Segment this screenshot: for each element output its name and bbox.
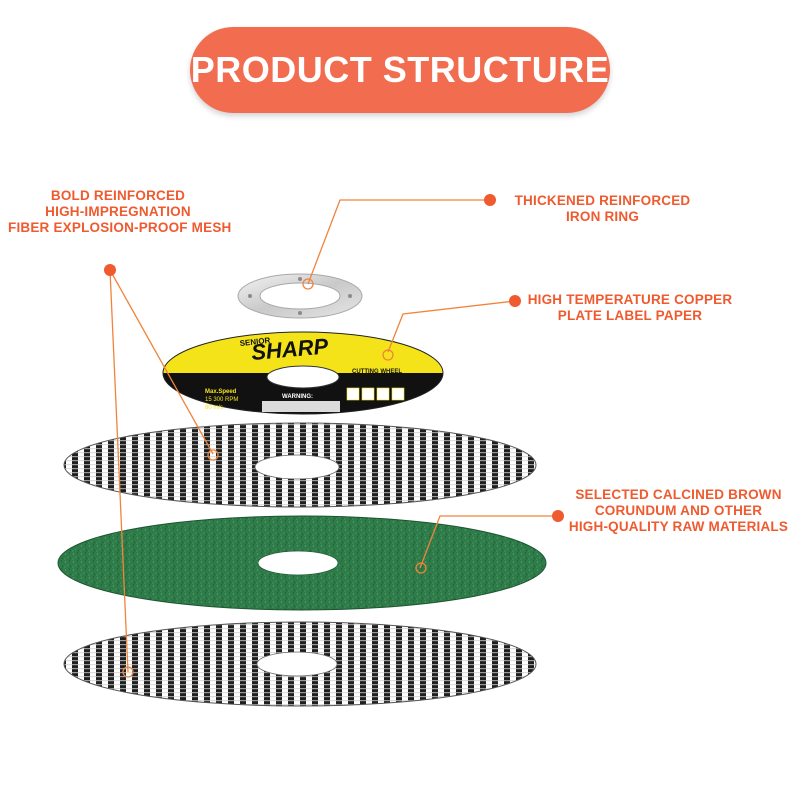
callout-mesh-line-3: FIBER EXPLOSION-PROOF MESH (8, 220, 232, 235)
callout-ring-line-1: THICKENED REINFORCED (514, 193, 691, 208)
label-paper-disc: SENIOR SHARP 107X1.2X16mm Max.Speed 15 3… (162, 331, 444, 415)
callout-label-paper: HIGH TEMPERATURE COPPER PLATE LABEL PAPE… (525, 292, 735, 324)
lower-mesh-disc (63, 621, 537, 707)
leader-lines (109, 199, 558, 673)
callout-markers (104, 194, 564, 678)
marker-dot-mesh (104, 264, 116, 276)
callout-abrasive-line-1: SELECTED CALCINED BROWN (575, 487, 782, 502)
target-ring-paper (382, 349, 394, 361)
disc-size-text: 107X1.2X16mm (200, 373, 244, 380)
callout-paper-line-1: HIGH TEMPERATURE COPPER (527, 292, 733, 307)
target-ring-abrasive (415, 562, 427, 574)
callout-label-abrasive: SELECTED CALCINED BROWN CORUNDUM AND OTH… (566, 487, 791, 535)
target-ring-ring (302, 278, 314, 290)
leader-line-mesh-upper (109, 269, 214, 455)
callout-abrasive-line-2: CORUNDUM AND OTHER (594, 503, 763, 518)
marker-dot-ring (484, 194, 496, 206)
callout-ring-line-2: IRON RING (565, 209, 640, 224)
abrasive-green-disc (57, 515, 547, 611)
title-banner: PRODUCT STRUCTURE (190, 27, 610, 113)
marker-dot-abrasive (552, 510, 564, 522)
callout-label-mesh: BOLD REINFORCED HIGH-IMPREGNATION FIBER … (8, 188, 232, 236)
disc-mps-text: 80 m/s (205, 405, 223, 411)
callout-mesh-line-1: BOLD REINFORCED (50, 188, 186, 203)
page-title: PRODUCT STRUCTURE (190, 49, 610, 90)
target-ring-mesh-lower (122, 666, 134, 678)
callout-label-ring: THICKENED REINFORCED IRON RING (505, 193, 700, 225)
disc-max-speed-label: Max.Speed (205, 389, 237, 395)
disc-brand-prefix: SENIOR (239, 336, 271, 348)
callout-mesh-line-2: HIGH-IMPREGNATION (45, 204, 191, 219)
leader-line-abrasive (419, 515, 558, 569)
leader-line-paper (387, 300, 516, 353)
iron-ring (237, 273, 363, 319)
leader-line-mesh-lower (109, 269, 129, 673)
callout-abrasive-line-3: HIGH-QUALITY RAW MATERIALS (568, 519, 789, 534)
disc-cutting-text: CUTTING WHEEL (352, 369, 402, 375)
upper-mesh-disc (63, 422, 537, 508)
target-ring-mesh-upper (207, 449, 219, 461)
marker-dot-paper (509, 295, 521, 307)
callout-paper-line-2: PLATE LABEL PAPER (557, 308, 703, 323)
disc-warning-title: WARNING: (282, 394, 313, 400)
leader-line-ring (307, 199, 490, 285)
disc-rpm-text: 15 300 RPM (205, 397, 238, 403)
